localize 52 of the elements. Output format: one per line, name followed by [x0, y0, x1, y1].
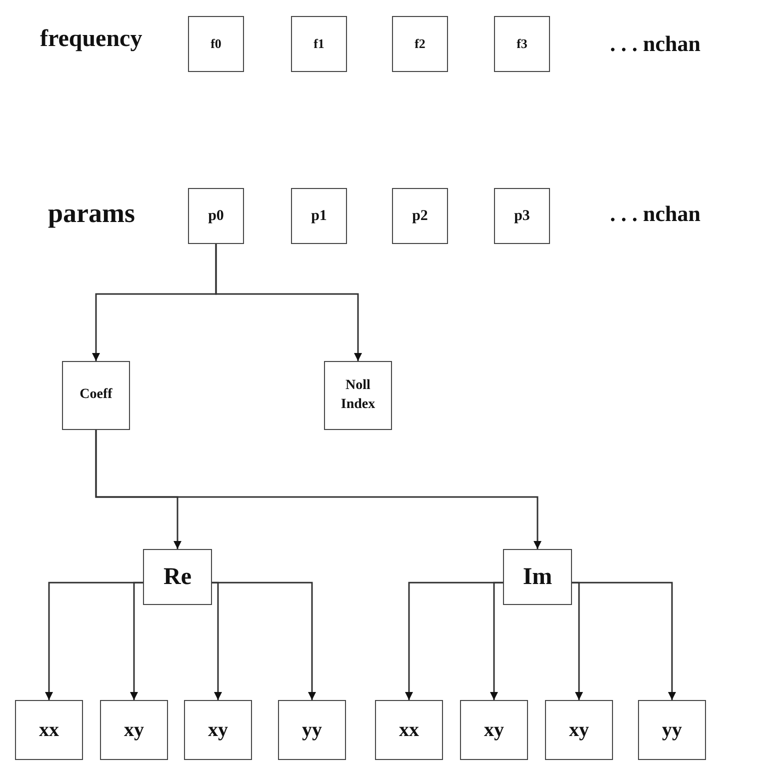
node-box: [494, 188, 550, 244]
node-label: xy: [483, 718, 505, 742]
node-box: [100, 700, 168, 760]
node-label: yy: [661, 718, 683, 742]
arrow: [212, 582, 316, 700]
node-label: xy: [123, 718, 145, 742]
node-label: Coeff: [78, 386, 114, 404]
arrow: [572, 582, 676, 700]
node-box: [143, 549, 212, 605]
node-label: p3: [513, 206, 531, 226]
node-label: p0: [207, 206, 225, 226]
node-box: [188, 188, 244, 244]
arrow: [130, 582, 143, 700]
node-box: [375, 700, 443, 760]
node-label: yy: [301, 718, 323, 742]
node-label: xy: [207, 718, 229, 742]
node-label: f0: [210, 35, 222, 53]
node-label: f3: [516, 35, 528, 53]
arrow: [490, 582, 503, 700]
node-label: Noll Index: [340, 376, 376, 414]
node-box: [392, 188, 448, 244]
node-box: [291, 188, 347, 244]
node-box: [184, 700, 252, 760]
row-label: . . . nchan: [610, 31, 700, 57]
node-label: p1: [310, 206, 328, 226]
node-box: [494, 16, 550, 72]
arrow: [212, 582, 222, 700]
row-label: params: [48, 198, 135, 229]
node-label: Re: [162, 562, 192, 592]
node-box: [392, 16, 448, 72]
node-box: [15, 700, 83, 760]
node-box: [188, 16, 244, 72]
row-label: frequency: [40, 26, 142, 53]
node-label: f2: [414, 35, 426, 53]
node-label: xy: [568, 718, 590, 742]
node-box: [62, 361, 130, 430]
node-label: f1: [312, 35, 326, 53]
node-box: [503, 549, 572, 605]
row-label: . . . nchan: [610, 201, 700, 227]
node-box: [545, 700, 613, 760]
node-label: p2: [411, 206, 429, 226]
arrow: [95, 430, 542, 549]
arrow: [572, 582, 583, 700]
node-label: xx: [38, 718, 60, 742]
node-box: [291, 16, 347, 72]
node-label: xx: [398, 718, 420, 742]
node-box: [324, 361, 392, 430]
node-box: [638, 700, 706, 760]
node-label: Im: [522, 562, 554, 592]
arrow: [215, 244, 362, 361]
node-box: [278, 700, 346, 760]
node-box: [460, 700, 528, 760]
